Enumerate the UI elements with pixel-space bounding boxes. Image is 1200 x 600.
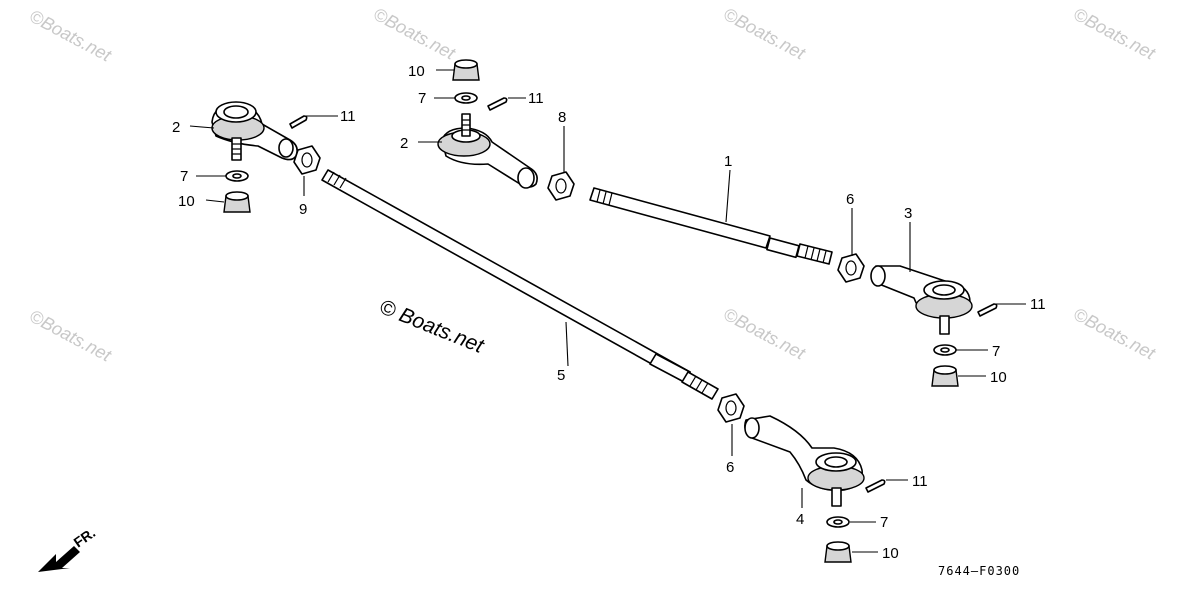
washer-7-center — [454, 92, 478, 104]
front-direction-indicator: FR. — [38, 524, 98, 572]
callout-1: 1 — [724, 153, 732, 170]
cotter-pin-11-a — [289, 115, 308, 129]
watermark: ©Boats.net — [26, 306, 115, 366]
tie-rod-5 — [321, 169, 719, 400]
callout-6: 6 — [846, 191, 854, 208]
washer-7-lower — [826, 516, 850, 528]
callouts: 2 7 10 11 9 2 7 10 11 8 1 6 3 11 7 10 5 … — [172, 63, 1046, 562]
callout-3: 3 — [904, 205, 912, 222]
callout-10: 10 — [408, 63, 425, 80]
tie-rod-1 — [589, 187, 833, 265]
callout-2: 2 — [172, 119, 180, 136]
callout-9: 9 — [299, 201, 307, 218]
castle-nut-10-lower — [824, 541, 852, 563]
figure-code: 7644–F0300 — [938, 564, 1020, 578]
callout-2: 2 — [400, 135, 408, 152]
watermark: ©Boats.net — [720, 4, 809, 64]
callout-11: 11 — [1030, 296, 1046, 313]
castle-nut-10-center — [452, 59, 480, 81]
watermark: ©Boats.net — [370, 4, 459, 64]
tie-rod-end-2-left — [211, 101, 298, 161]
cotter-pin-11-c — [977, 303, 998, 317]
callout-7: 7 — [992, 343, 1000, 360]
main-watermark: © Boats.net — [376, 295, 488, 358]
castle-nut-10-left — [223, 191, 251, 213]
nut-6-lower — [717, 393, 745, 423]
nut-8 — [547, 171, 575, 201]
leader-lines — [189, 69, 1026, 553]
front-label: FR. — [71, 524, 99, 550]
watermark: ©Boats.net — [26, 6, 115, 66]
watermark: ©Boats.net — [1070, 4, 1159, 64]
front-arrow-icon — [38, 546, 80, 572]
washer-7-left — [225, 170, 249, 182]
tie-rod-end-2-center — [437, 113, 538, 189]
callout-10: 10 — [990, 369, 1007, 386]
callout-11: 11 — [528, 90, 544, 107]
callout-11: 11 — [340, 108, 356, 125]
watermark: ©Boats.net — [720, 304, 809, 364]
nut-9 — [293, 145, 321, 175]
cotter-pin-11-d — [865, 479, 886, 493]
watermark: ©Boats.net — [1070, 304, 1159, 364]
callout-7: 7 — [880, 514, 888, 531]
washer-7-right — [933, 344, 957, 356]
callout-10: 10 — [882, 545, 899, 562]
callout-6: 6 — [726, 459, 734, 476]
callout-5: 5 — [557, 367, 565, 384]
tie-rod-end-4 — [744, 415, 865, 507]
callout-7: 7 — [180, 168, 188, 185]
castle-nut-10-right — [931, 365, 959, 387]
tie-rod-end-3 — [870, 265, 973, 335]
callout-8: 8 — [558, 109, 566, 126]
callout-7: 7 — [418, 90, 426, 107]
nut-6-upper — [837, 253, 865, 283]
callout-4: 4 — [796, 511, 804, 528]
callout-10: 10 — [178, 193, 195, 210]
callout-11: 11 — [912, 473, 928, 490]
cotter-pin-11-b — [487, 97, 508, 111]
